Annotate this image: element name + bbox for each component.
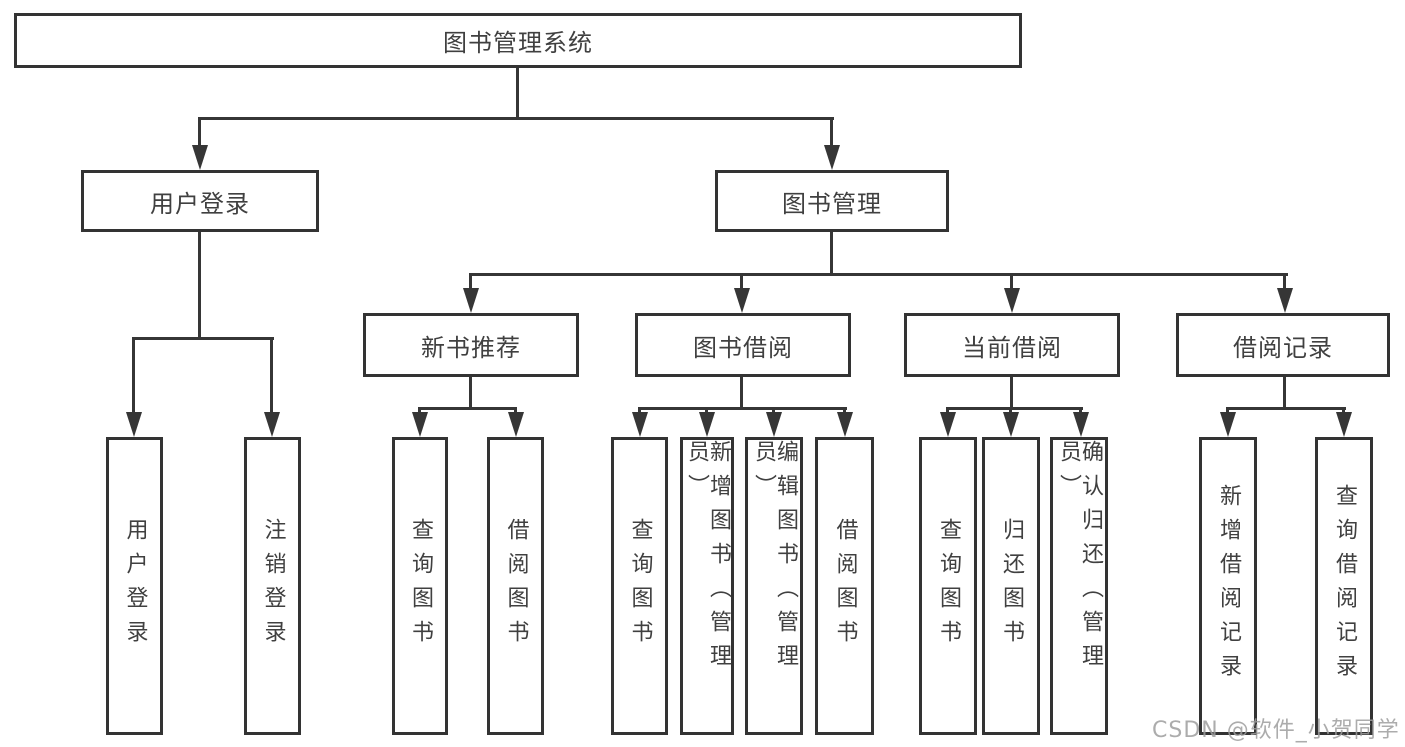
connector-line bbox=[198, 117, 201, 147]
arrowhead-down-icon bbox=[837, 412, 853, 437]
connector-line bbox=[1226, 407, 1229, 415]
arrowhead-down-icon bbox=[632, 412, 648, 437]
connector-line bbox=[772, 407, 775, 415]
leaf-search-books-borrowing-label: 查询图书 bbox=[627, 518, 653, 654]
connector-line bbox=[198, 117, 834, 120]
node-library-management-system-label: 图书管理系统 bbox=[443, 29, 593, 57]
arrowhead-down-icon bbox=[412, 412, 428, 437]
connector-line bbox=[469, 377, 472, 410]
connector-line bbox=[1009, 407, 1012, 415]
leaf-borrow-books-recommend: 借阅图书 bbox=[487, 437, 544, 735]
connector-line bbox=[946, 407, 1083, 410]
connector-line bbox=[1283, 273, 1286, 290]
arrowhead-down-icon bbox=[766, 412, 782, 437]
node-book-management: 图书管理 bbox=[715, 170, 949, 232]
arrowhead-down-icon bbox=[940, 412, 956, 437]
leaf-search-borrowing-record: 查询借阅记录 bbox=[1315, 437, 1373, 735]
connector-line bbox=[946, 407, 949, 415]
node-book-borrowing: 图书借阅 bbox=[635, 313, 851, 377]
leaf-add-borrowing-record: 新增借阅记录 bbox=[1199, 437, 1257, 735]
leaf-search-books-recommend-label: 查询图书 bbox=[408, 518, 433, 654]
node-book-management-label: 图书管理 bbox=[782, 189, 882, 218]
node-current-borrowing: 当前借阅 bbox=[904, 313, 1120, 377]
connector-line bbox=[418, 407, 517, 410]
arrowhead-down-icon bbox=[264, 412, 280, 437]
connector-line bbox=[469, 273, 1288, 276]
leaf-search-books-current: 查询图书 bbox=[919, 437, 977, 735]
connector-line bbox=[705, 407, 708, 415]
connector-line bbox=[638, 407, 847, 410]
connector-line bbox=[132, 337, 135, 415]
connector-line bbox=[830, 232, 833, 276]
connector-line bbox=[1010, 377, 1013, 410]
connector-line bbox=[514, 407, 517, 415]
arrowhead-down-icon bbox=[1073, 412, 1089, 437]
leaf-add-borrowing-record-label: 新增借阅记录 bbox=[1216, 484, 1241, 688]
arrowhead-down-icon bbox=[1277, 288, 1293, 313]
connector-line bbox=[1226, 407, 1346, 410]
connector-line bbox=[1010, 273, 1013, 290]
connector-line bbox=[638, 407, 641, 415]
connector-line bbox=[469, 273, 472, 290]
arrowhead-down-icon bbox=[824, 145, 840, 170]
arrowhead-down-icon bbox=[1220, 412, 1236, 437]
node-new-book-recommendation-label: 新书推荐 bbox=[421, 333, 521, 362]
leaf-confirm-return-admin-label: 确认归还（管理员） bbox=[1056, 440, 1103, 678]
connector-line bbox=[830, 117, 833, 147]
connector-line bbox=[270, 337, 273, 415]
node-current-borrowing-label: 当前借阅 bbox=[962, 333, 1062, 362]
arrowhead-down-icon bbox=[1004, 288, 1020, 313]
leaf-search-books-recommend: 查询图书 bbox=[392, 437, 448, 735]
leaf-edit-books-admin-label: 编辑图书（管理员） bbox=[751, 440, 798, 678]
node-new-book-recommendation: 新书推荐 bbox=[363, 313, 579, 377]
arrowhead-down-icon bbox=[463, 288, 479, 313]
arrowhead-down-icon bbox=[1003, 412, 1019, 437]
leaf-user-login: 用户登录 bbox=[106, 437, 163, 735]
arrowhead-down-icon bbox=[508, 412, 524, 437]
leaf-search-books-current-label: 查询图书 bbox=[936, 518, 961, 654]
arrowhead-down-icon bbox=[699, 412, 715, 437]
node-user-login-label: 用户登录 bbox=[150, 189, 250, 218]
arrowhead-down-icon bbox=[192, 145, 208, 170]
connector-line bbox=[740, 273, 743, 290]
connector-line bbox=[516, 68, 519, 120]
connector-line bbox=[1079, 407, 1082, 415]
node-user-login: 用户登录 bbox=[81, 170, 319, 232]
leaf-borrow-books-recommend-label: 借阅图书 bbox=[503, 518, 529, 654]
leaf-add-books-admin: 新增图书（管理员） bbox=[680, 437, 734, 735]
connector-line bbox=[198, 232, 201, 340]
leaf-confirm-return-admin: 确认归还（管理员） bbox=[1050, 437, 1108, 735]
connector-line bbox=[418, 407, 421, 415]
leaf-search-books-borrowing: 查询图书 bbox=[611, 437, 668, 735]
leaf-borrow-books-borrowing: 借阅图书 bbox=[815, 437, 874, 735]
connector-line bbox=[740, 377, 743, 410]
csdn-watermark: CSDN @软件_小贺同学 bbox=[1152, 718, 1400, 743]
arrowhead-down-icon bbox=[734, 288, 750, 313]
leaf-logout: 注销登录 bbox=[244, 437, 301, 735]
node-library-management-system: 图书管理系统 bbox=[14, 13, 1022, 68]
node-borrowing-records: 借阅记录 bbox=[1176, 313, 1390, 377]
arrowhead-down-icon bbox=[126, 412, 142, 437]
node-book-borrowing-label: 图书借阅 bbox=[693, 333, 793, 362]
connector-line bbox=[132, 337, 274, 340]
connector-line bbox=[1342, 407, 1345, 415]
node-borrowing-records-label: 借阅记录 bbox=[1233, 333, 1333, 362]
leaf-logout-label: 注销登录 bbox=[260, 518, 286, 654]
leaf-add-books-admin-label: 新增图书（管理员） bbox=[684, 440, 731, 678]
leaf-edit-books-admin: 编辑图书（管理员） bbox=[745, 437, 803, 735]
leaf-return-books-label: 归还图书 bbox=[999, 518, 1024, 654]
connector-line bbox=[1283, 377, 1286, 410]
leaf-return-books: 归还图书 bbox=[982, 437, 1040, 735]
leaf-search-borrowing-record-label: 查询借阅记录 bbox=[1332, 484, 1357, 688]
leaf-borrow-books-borrowing-label: 借阅图书 bbox=[832, 518, 858, 654]
arrowhead-down-icon bbox=[1336, 412, 1352, 437]
connector-line bbox=[843, 407, 846, 415]
leaf-user-login-label: 用户登录 bbox=[122, 518, 148, 654]
